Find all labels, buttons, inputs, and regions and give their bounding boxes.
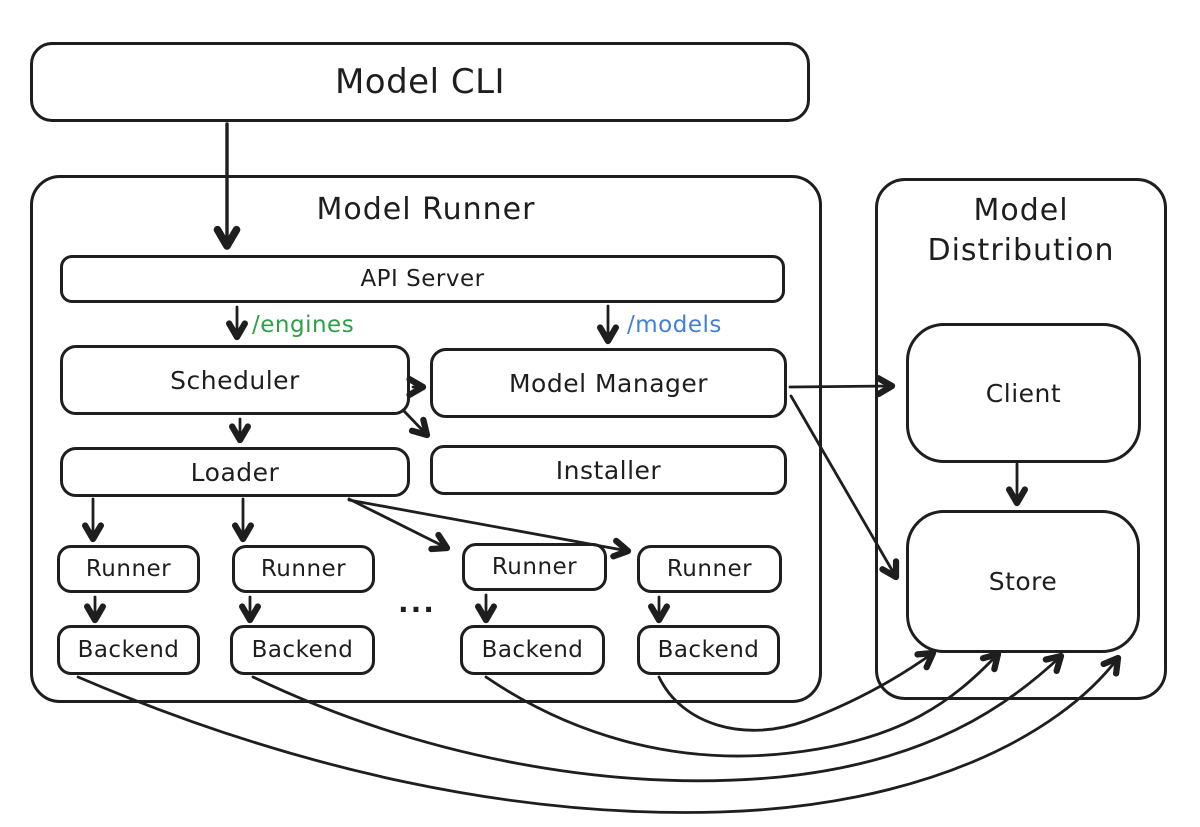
node-api-server-label: API Server (360, 266, 485, 292)
node-store-label: Store (988, 567, 1058, 596)
node-backend-4: Backend (637, 625, 780, 675)
node-backend-1-label: Backend (77, 637, 180, 663)
node-api-server: API Server (60, 255, 785, 303)
model-distribution-title: Model Distribution (927, 193, 1115, 268)
node-client: Client (906, 323, 1141, 463)
node-store: Store (906, 510, 1140, 653)
node-runner-4-label: Runner (666, 556, 753, 582)
node-scheduler-label: Scheduler (170, 365, 300, 395)
edge-label-engines: /engines (252, 312, 355, 338)
node-model-manager: Model Manager (430, 348, 787, 418)
node-runner-2: Runner (232, 545, 375, 593)
node-runner-4: Runner (637, 545, 782, 593)
node-loader: Loader (60, 447, 410, 497)
node-backend-2: Backend (230, 625, 375, 675)
node-backend-2-label: Backend (251, 637, 354, 663)
node-installer: Installer (430, 445, 787, 495)
node-scheduler: Scheduler (60, 345, 410, 415)
edge-label-models: /models (627, 312, 722, 338)
node-backend-3: Backend (460, 625, 605, 675)
node-client-label: Client (985, 378, 1062, 408)
model-runner-title: Model Runner (316, 192, 536, 227)
node-runner-3: Runner (462, 543, 607, 591)
node-runner-2-label: Runner (260, 556, 347, 582)
node-backend-3-label: Backend (481, 637, 584, 663)
node-runner-1: Runner (57, 545, 200, 593)
node-model-manager-label: Model Manager (508, 368, 709, 398)
node-runner-1-label: Runner (85, 556, 172, 582)
node-loader-label: Loader (190, 457, 280, 487)
node-runner-3-label: Runner (491, 554, 578, 580)
node-model-cli: Model CLI (30, 42, 810, 122)
more-runners-ellipsis: ... (398, 585, 436, 619)
node-model-cli-label: Model CLI (334, 62, 506, 102)
node-installer-label: Installer (555, 455, 662, 485)
node-backend-4-label: Backend (657, 637, 760, 663)
node-backend-1: Backend (57, 625, 200, 675)
